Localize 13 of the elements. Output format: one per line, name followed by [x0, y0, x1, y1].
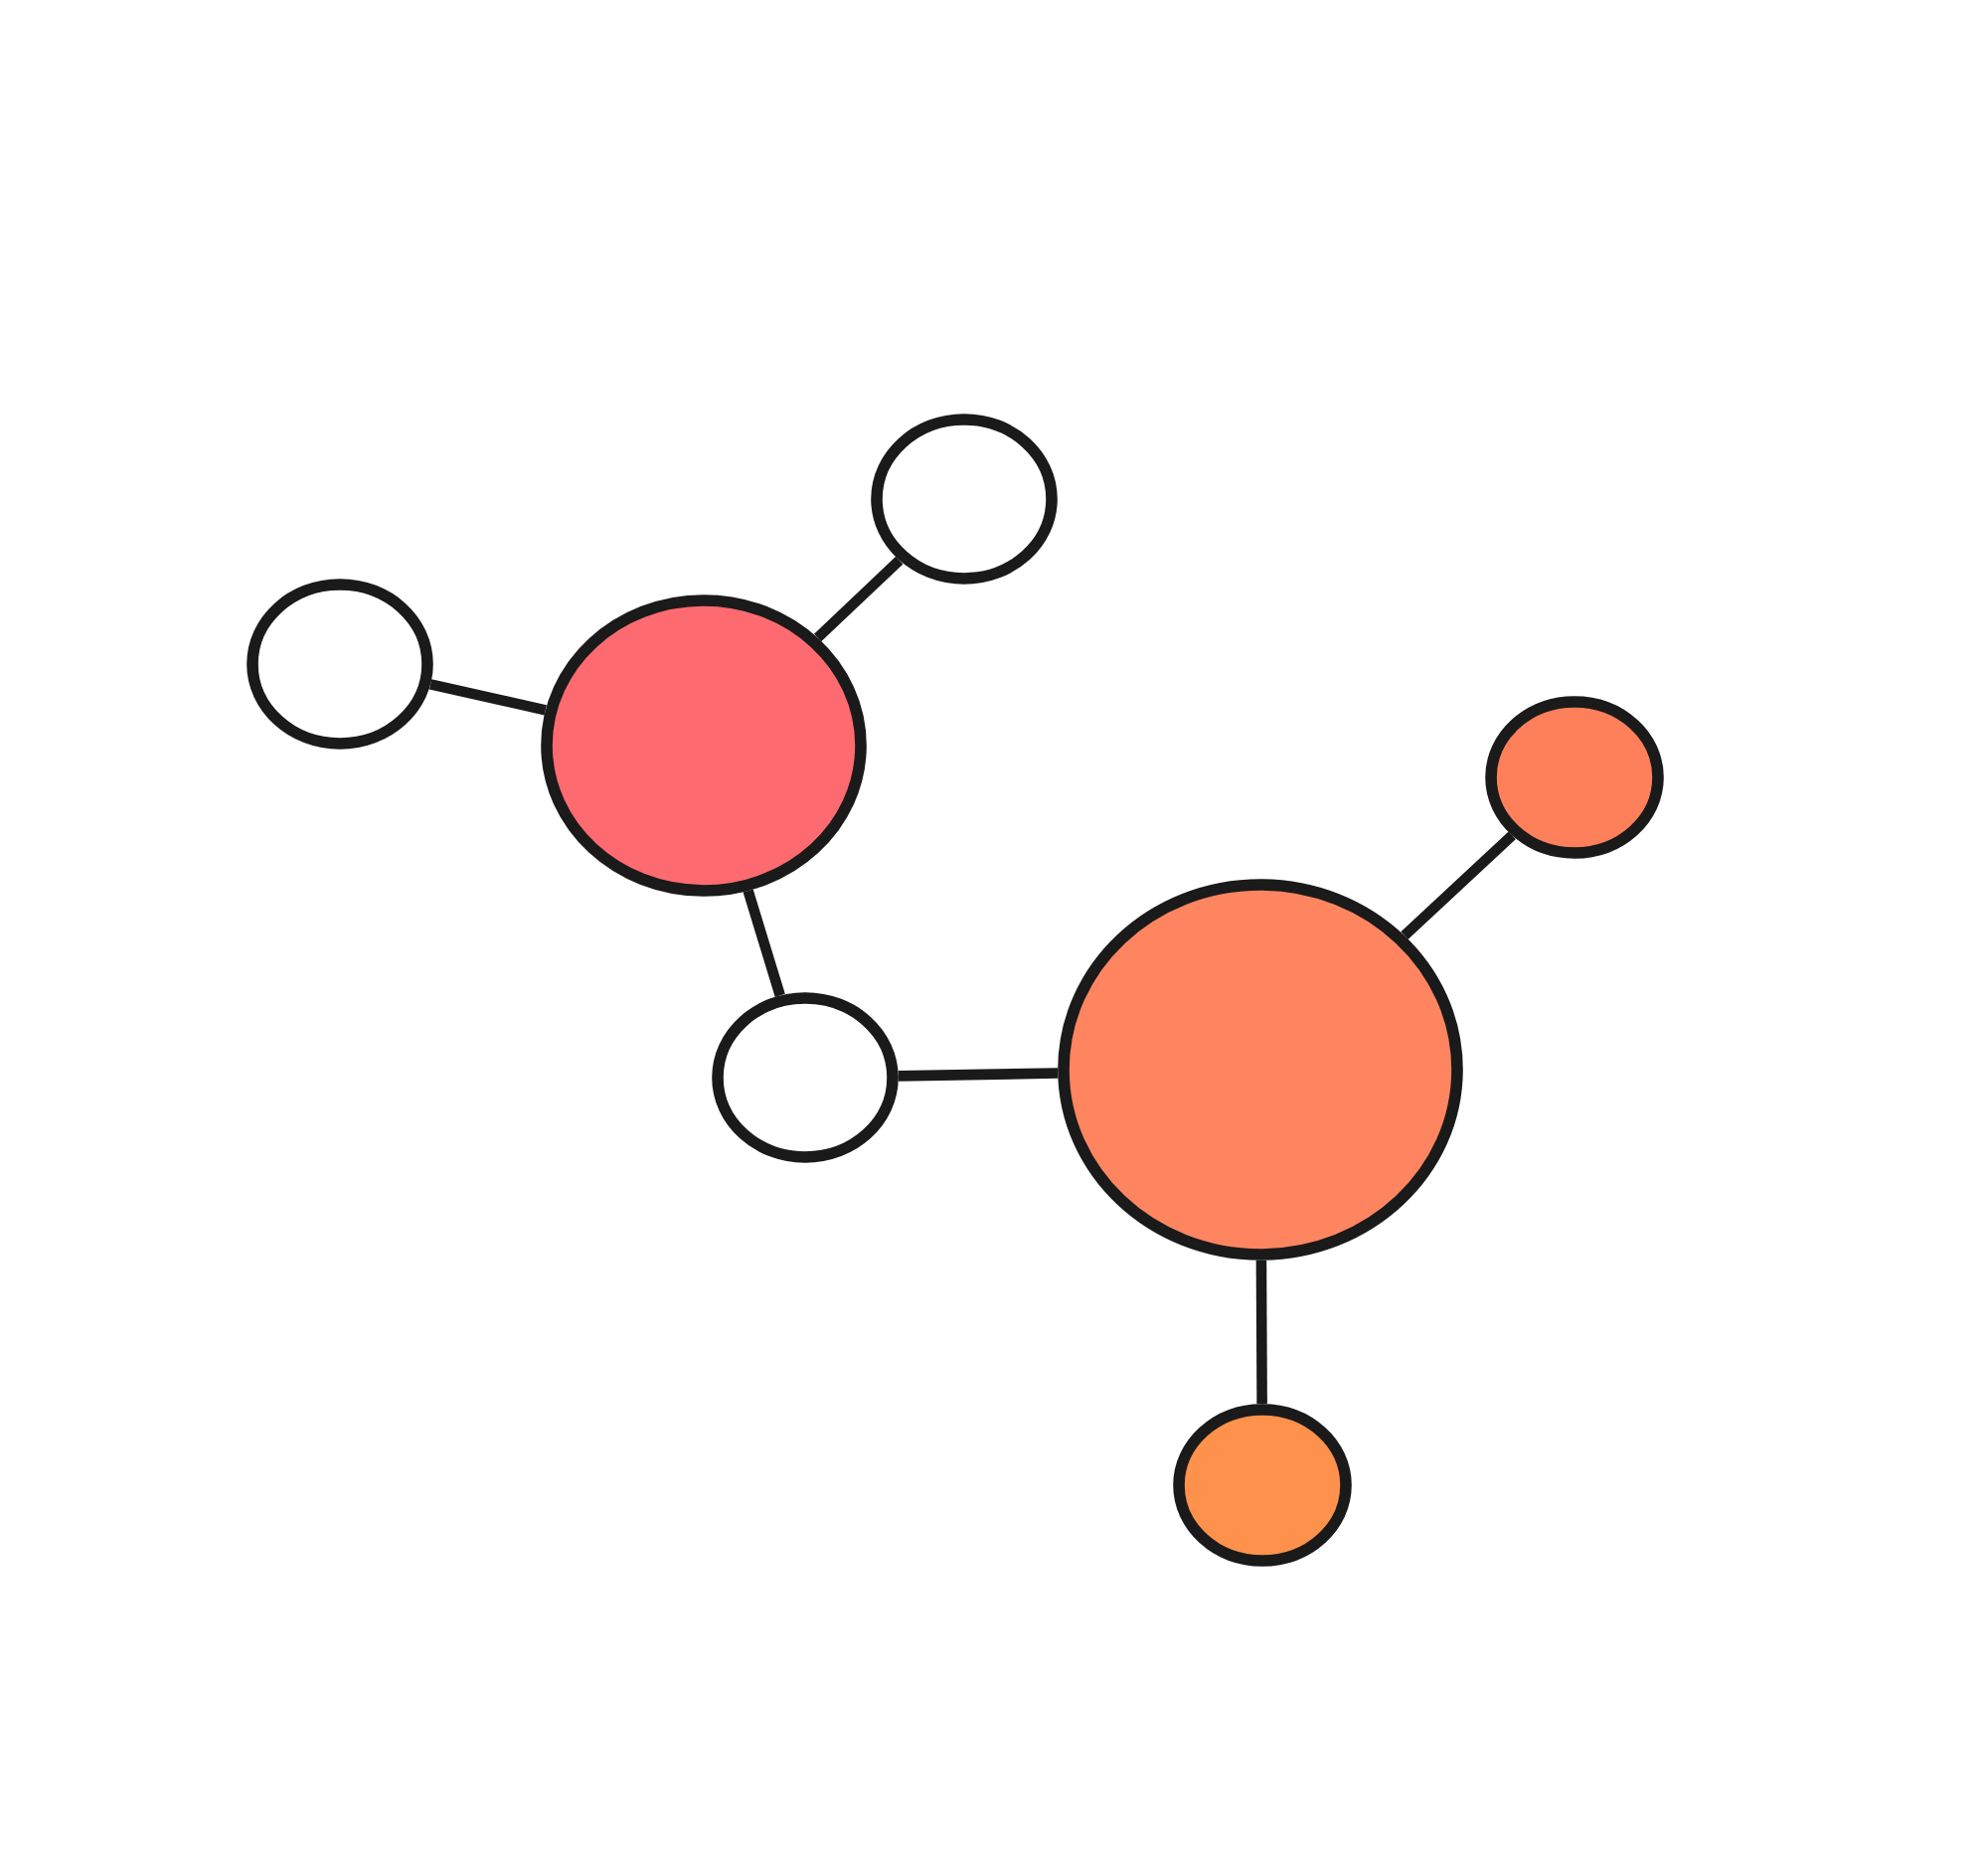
connector-line: [898, 1068, 1059, 1082]
connector-line: [743, 889, 785, 997]
connector-line: [814, 556, 904, 642]
connector-line: [1401, 831, 1516, 940]
circle: [1485, 696, 1664, 859]
connector-line: [1255, 1260, 1267, 1405]
circle: [541, 594, 867, 897]
connector-line: [428, 679, 547, 716]
circle: [871, 414, 1058, 585]
circle: [247, 579, 433, 750]
circle: [712, 992, 899, 1163]
circle: [1173, 1404, 1352, 1567]
circle: [1058, 879, 1463, 1261]
